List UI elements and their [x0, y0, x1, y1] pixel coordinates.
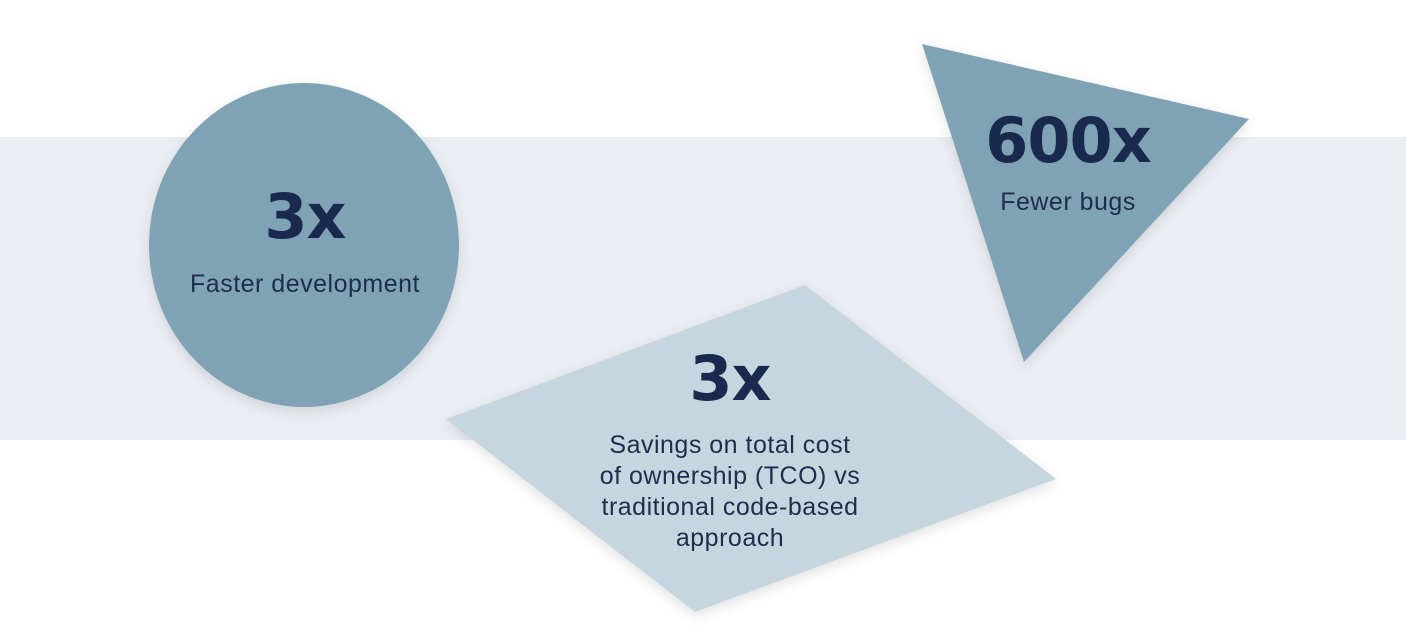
stat-label: Faster development — [190, 270, 420, 298]
stat-label-line: traditional code-based — [601, 493, 859, 521]
stat-label-line: Savings on total cost — [609, 431, 851, 459]
stat-value: 3x — [264, 180, 346, 253]
stat-tco-savings: 3x Savings on total cost of ownership (T… — [560, 348, 900, 554]
stat-label: Fewer bugs — [1000, 188, 1136, 216]
stat-label-line: of ownership (TCO) vs — [599, 462, 861, 490]
stat-label-line: approach — [675, 524, 785, 552]
triangle-shape — [922, 44, 1249, 362]
stat-value: 600x — [985, 104, 1151, 177]
circle-shape — [149, 83, 459, 407]
diamond-shape — [446, 285, 1056, 612]
stat-value: 3x — [689, 342, 771, 415]
stat-fewer-bugs: 600x Fewer bugs — [960, 110, 1176, 217]
stat-faster-development: 3x Faster development — [150, 186, 460, 299]
